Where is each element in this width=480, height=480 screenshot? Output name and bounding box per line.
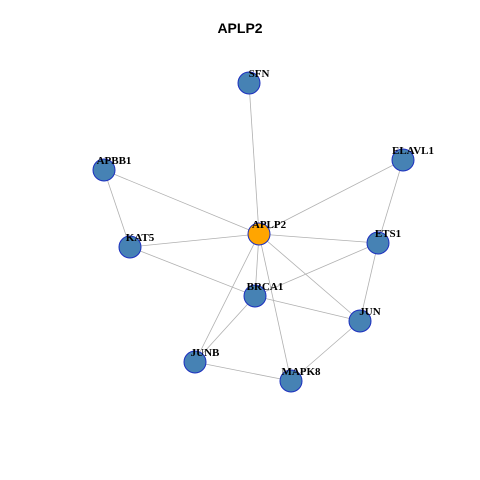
edge-aplp2-sfn [248,82,260,235]
node-circle-mapk8 [279,369,303,393]
edge-aplp2-kat5 [129,233,260,248]
edge-layer [103,82,404,382]
edge-kat5-brca1 [129,246,256,297]
node-apbb1: APBB1 [92,155,132,182]
edge-jun-mapk8 [290,320,361,382]
node-circle-elavl1 [391,148,415,172]
node-label-brca1: BRCA1 [247,281,284,293]
node-label-kat5: KAT5 [126,232,155,244]
node-brca1: BRCA1 [243,281,284,308]
node-junb: JUNB [183,347,220,374]
edge-apbb1-kat5 [103,169,131,248]
node-label-jun: JUN [359,306,380,318]
edge-aplp2-junb [194,233,260,363]
node-label-aplp2: APLP2 [252,219,287,231]
edge-ets1-jun [359,242,379,322]
node-label-junb: JUNB [191,347,220,359]
node-kat5: KAT5 [118,232,155,259]
node-label-mapk8: MAPK8 [281,366,321,378]
node-label-apbb1: APBB1 [97,155,132,167]
node-circle-ets1 [366,231,390,255]
node-circle-junb [183,350,207,374]
edge-brca1-jun [254,295,361,322]
edge-aplp2-elavl1 [258,159,404,235]
node-mapk8: MAPK8 [279,366,321,393]
edge-elavl1-ets1 [377,159,404,244]
edge-ets1-brca1 [254,242,379,297]
edge-junb-mapk8 [194,361,292,382]
edge-aplp2-mapk8 [258,233,292,382]
edge-aplp2-ets1 [258,233,379,244]
node-circle-apbb1 [92,158,116,182]
node-circle-sfn [237,71,261,95]
node-elavl1: ELAVL1 [391,145,434,172]
edge-aplp2-jun [258,233,361,322]
node-circle-aplp2 [247,222,271,246]
node-circle-kat5 [118,235,142,259]
node-label-ets1: ETS1 [375,228,401,240]
node-label-sfn: SFN [249,68,270,80]
node-label-elavl1: ELAVL1 [392,145,434,157]
figure-title: APLP2 [217,20,263,36]
edge-brca1-junb [194,295,256,363]
edge-aplp2-apbb1 [103,169,260,235]
node-circle-brca1 [243,284,267,308]
node-sfn: SFN [237,68,270,95]
node-circle-jun [348,309,372,333]
node-jun: JUN [348,306,381,333]
node-aplp2: APLP2 [247,219,287,246]
node-ets1: ETS1 [366,228,401,255]
